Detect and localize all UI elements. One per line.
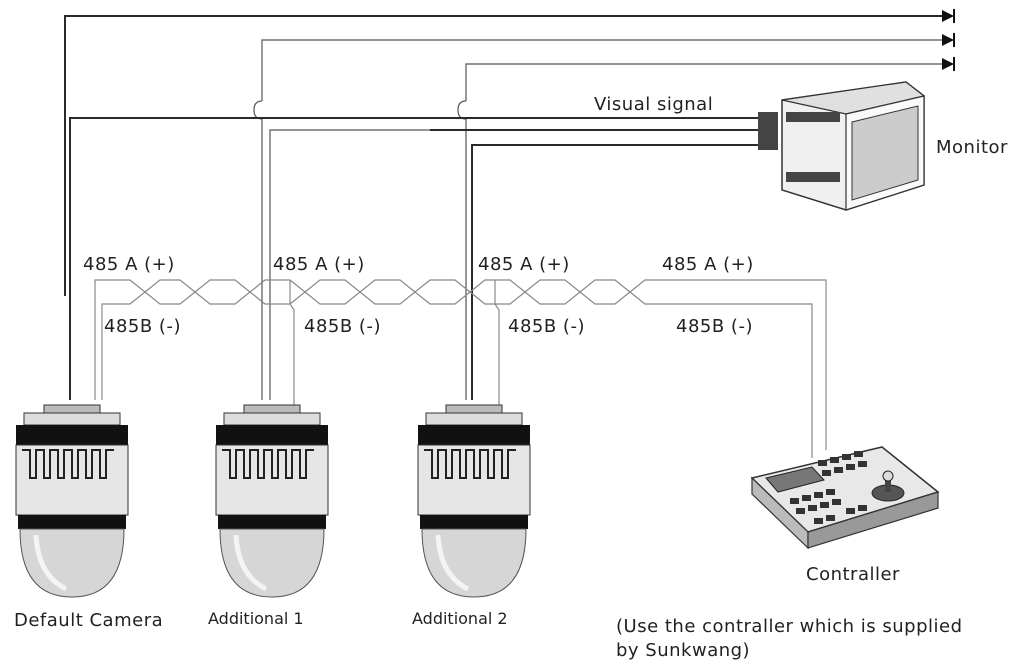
rs485-b-label-1: 485B (-): [104, 316, 181, 337]
rs485-a-label-4: 485 A (+): [662, 254, 754, 275]
rs485-b-label-3: 485B (-): [508, 316, 585, 337]
visual-signal-label: Visual signal: [594, 94, 713, 115]
video-lines: [69, 117, 760, 400]
rs485-bus: [94, 279, 827, 458]
camera-label-default: Default Camera: [14, 610, 163, 631]
camera-label-additional-2: Additional 2: [412, 609, 508, 628]
monitor-label: Monitor: [936, 137, 1008, 158]
power-line-1: [64, 9, 955, 296]
power-line-2: [261, 33, 955, 101]
camera-default: [16, 405, 128, 597]
monitor-graphic: [758, 81, 926, 211]
rs485-b-label-4: 485B (-): [676, 316, 753, 337]
controller-label: Contraller: [806, 564, 900, 585]
camera-label-additional-1: Additional 1: [208, 609, 304, 628]
hop-2: [457, 100, 467, 400]
controller-graphic: [750, 446, 940, 550]
note-line-2: by Sunkwang): [616, 640, 750, 661]
rs485-a-label-1: 485 A (+): [83, 254, 175, 275]
rs485-b-label-2: 485B (-): [304, 316, 381, 337]
power-line-3: [465, 57, 955, 101]
note-line-1: (Use the contraller which is supplied: [616, 616, 963, 637]
rs485-a-label-3: 485 A (+): [478, 254, 570, 275]
hop-1: [253, 100, 263, 400]
camera-additional-1: [216, 405, 328, 597]
rs485-a-label-2: 485 A (+): [273, 254, 365, 275]
camera-additional-2: [418, 405, 530, 597]
